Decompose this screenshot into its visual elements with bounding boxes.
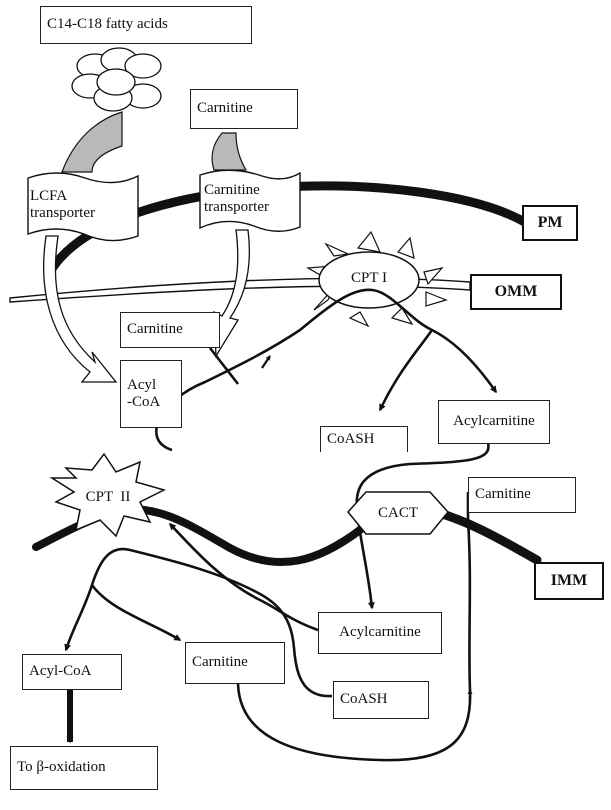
coash-matrix-box: CoASH: [333, 681, 429, 719]
cpt2-enzyme: [49, 452, 167, 538]
acylcarnitine-matrix-label: Acylcarnitine: [339, 624, 421, 641]
cpt1-label: CPT I: [351, 270, 387, 286]
pm-label: PM: [522, 205, 578, 241]
carnitine-transporter-shape: [199, 169, 301, 232]
carnitine-transporter-label: Carnitine transporter: [204, 182, 269, 216]
carnitine-ims-box: Carnitine: [468, 477, 576, 513]
cact-label: CACT: [377, 505, 418, 521]
fatty-acid-cluster: [71, 47, 162, 112]
lcfa-transporter-arm: [61, 111, 123, 173]
acyl-coa-cyto-label: Acyl -CoA: [127, 376, 161, 410]
carnitine-to-cpt1-line: [208, 347, 240, 385]
cpt2-label: CPT II: [85, 489, 131, 505]
imm-label: IMM: [534, 562, 604, 600]
acylcarnitine-to-cpt2: [169, 522, 319, 632]
cpt1-sun-rays: [306, 230, 448, 328]
beta-oxidation-label: To β-oxidation: [17, 759, 106, 776]
carnitine-matrix-box: Carnitine: [185, 642, 285, 684]
acylcarnitine-ims-label: Acylcarnitine: [453, 413, 535, 430]
coash-cyto-box: CoASH: [320, 426, 408, 452]
acyl-coa-matrix-label: Acyl-CoA: [29, 663, 92, 680]
acyl-coa-matrix-box: Acyl-CoA: [22, 654, 122, 690]
carnitine-outside-box: Carnitine: [190, 89, 298, 129]
coash-release-line: [378, 329, 434, 412]
acyl-coa-cyto-box: Acyl -CoA: [120, 360, 182, 428]
coash-to-cpt2: [90, 547, 333, 698]
lcfa-hollow-arrow: [43, 235, 118, 383]
carnitine-ims-label: Carnitine: [475, 486, 531, 503]
acylcarnitine-through-cact: [355, 442, 490, 610]
carnitine-cyto-label: Carnitine: [127, 321, 183, 338]
omm-label: OMM: [470, 274, 562, 310]
beta-oxidation-box: To β-oxidation: [10, 746, 158, 790]
carnitine-return-line: [236, 492, 472, 762]
carnitine-matrix-label: Carnitine: [192, 654, 248, 671]
carnitine-outside-label: Carnitine: [197, 100, 253, 117]
carnitine-cyto-box: Carnitine: [120, 312, 220, 348]
acylcarnitine-ims-box: Acylcarnitine: [438, 400, 550, 444]
acylcarnitine-matrix-box: Acylcarnitine: [318, 612, 442, 654]
carnitine-transporter-arm: [211, 132, 248, 171]
cpt1-enzyme: [318, 251, 420, 309]
lcfa-transporter-shape: [27, 172, 139, 242]
cact-transporter: [347, 491, 449, 535]
cpt2-to-carnitine: [90, 584, 182, 642]
lcfa-transporter-label: LCFA transporter: [30, 188, 95, 222]
fatty-acids-box: C14-C18 fatty acids: [40, 6, 252, 44]
coash-cyto-label: CoASH: [327, 430, 375, 447]
cpt1-arc-arrow-mark: [261, 355, 271, 369]
coash-matrix-label: CoASH: [340, 691, 388, 708]
fatty-acids-label: C14-C18 fatty acids: [47, 16, 168, 33]
cpt2-to-acylcoa: [64, 584, 94, 652]
